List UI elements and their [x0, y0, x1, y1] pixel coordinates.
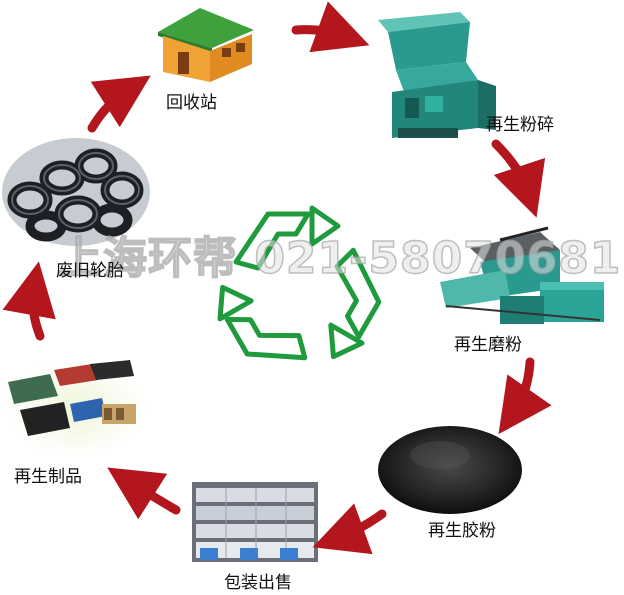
- label-grinding: 再生磨粉: [454, 335, 522, 355]
- arrow-tires-to-house: [87, 75, 151, 133]
- arrow-crusher-to-grinder: [491, 139, 546, 218]
- label-packaging-sale: 包装出售: [224, 573, 292, 593]
- house-icon: [158, 8, 254, 82]
- arrow-powder-to-packaging: [312, 503, 387, 555]
- label-products: 再生制品: [14, 467, 82, 487]
- arrow-packaging-to-products: [107, 467, 181, 520]
- label-recycling-station: 回收站: [166, 93, 217, 113]
- recycle-icon: [217, 205, 382, 361]
- flow-arrows: [2, 1, 552, 555]
- crusher-machine-icon: [378, 12, 496, 138]
- watermark-text: 上海环帮 021-58070681: [57, 232, 622, 285]
- waste-tires-icon: [2, 138, 150, 246]
- rubber-powder-icon: [378, 426, 522, 514]
- label-crushing: 再生粉碎: [486, 115, 554, 135]
- arrow-products-to-tires: [2, 261, 56, 341]
- arrow-house-to-crusher: [291, 1, 370, 53]
- label-waste-tires: 废旧轮胎: [56, 261, 124, 281]
- arrow-grinder-to-powder: [498, 357, 552, 435]
- label-rubber-powder: 再生胶粉: [428, 521, 496, 541]
- recycled-products-icon: [4, 358, 148, 458]
- grinding-machine-icon: [440, 226, 604, 324]
- packaging-bags-icon: [192, 482, 318, 562]
